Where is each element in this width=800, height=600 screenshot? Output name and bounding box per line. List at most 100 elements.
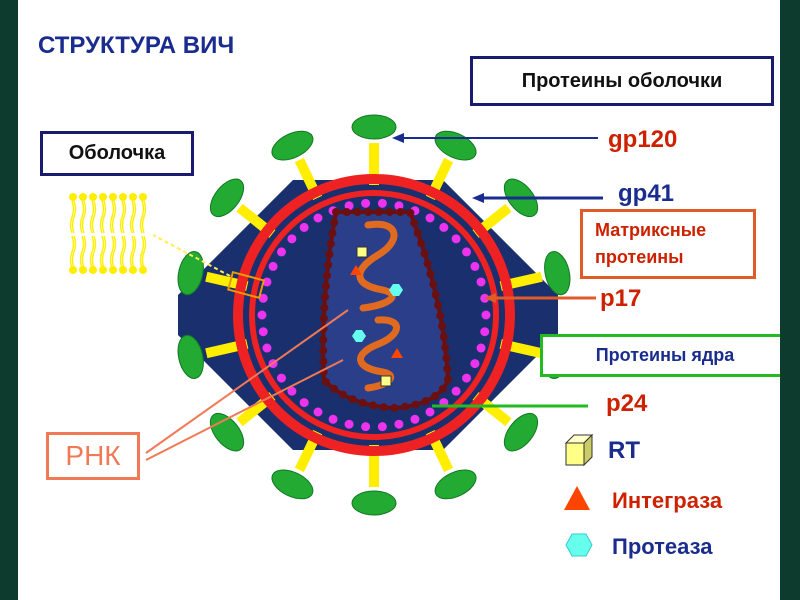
matrix-dot — [377, 422, 387, 432]
bilayer-zoom-box — [226, 270, 266, 300]
lipid-tail — [139, 235, 145, 269]
matrix-dot — [344, 419, 354, 429]
lipid-tail — [69, 235, 75, 269]
lipid-tail — [91, 235, 97, 269]
capsid-bead — [322, 271, 331, 280]
matrix-dot — [287, 386, 297, 396]
matrix-dot — [276, 247, 286, 257]
matrix-dot — [377, 198, 387, 208]
lipid-tail — [129, 200, 135, 234]
lipid-tail — [91, 200, 97, 234]
gp120-label: gp120 — [608, 126, 678, 153]
matrix-dot — [451, 234, 461, 244]
matrix-dot — [425, 213, 435, 223]
page-title: СТРУКТУРА ВИЧ — [38, 32, 235, 59]
legend-rt-label: RT — [608, 437, 640, 464]
cube-icon — [564, 433, 594, 467]
capsid-bead — [324, 260, 333, 269]
capsid-bead — [353, 208, 362, 216]
lipid-head — [89, 193, 97, 201]
lipid-tail — [81, 235, 87, 269]
matrix-dot — [299, 222, 309, 232]
matrix-dot — [258, 327, 268, 337]
capsid-bead — [401, 402, 410, 411]
lipid-tail — [89, 200, 95, 234]
capsid-bead — [364, 208, 373, 216]
matrix-dot — [410, 414, 420, 424]
lipid-head — [99, 266, 107, 274]
lipid-tail — [139, 200, 145, 234]
capsid-bead — [342, 208, 351, 216]
triangle-icon — [564, 486, 590, 510]
matrix-dot — [268, 261, 278, 271]
capsid-bead — [339, 390, 348, 399]
matrix-dot — [258, 293, 268, 303]
lipid-head — [119, 266, 127, 274]
capsid-bead — [436, 311, 445, 320]
matrix-dot — [480, 327, 490, 337]
capsid-bead — [426, 269, 435, 278]
lipid-tail — [101, 235, 107, 269]
capsid-bead — [442, 354, 451, 363]
capsid-bead — [321, 292, 330, 301]
lipid-tail — [89, 235, 95, 269]
lipid-head — [119, 193, 127, 201]
spike-head — [544, 251, 571, 296]
lipid-tail — [111, 200, 117, 234]
lipid-head — [79, 193, 87, 201]
lipid-tail — [119, 235, 125, 269]
capsid-bead — [319, 346, 328, 355]
lipid-tail — [99, 235, 105, 269]
lipid-tail — [101, 200, 107, 234]
matrix-dot — [361, 198, 371, 208]
p17-label: p17 — [600, 285, 642, 312]
matrix-dot — [394, 419, 404, 429]
lipid-tail — [119, 200, 125, 234]
legend-integrase-label: Интеграза — [612, 488, 723, 513]
matrix-dot — [462, 373, 472, 383]
lipid-tail — [141, 235, 147, 269]
capsid-bead — [319, 314, 328, 323]
capsid-bead — [321, 282, 330, 291]
capsid-bead — [410, 218, 419, 227]
lipid-head — [139, 266, 147, 274]
matrix-protein-ring — [257, 198, 491, 432]
capsid-bead — [369, 401, 378, 410]
matrix-dot — [439, 222, 449, 232]
lipid-head — [99, 193, 107, 201]
matrix-dot — [462, 247, 472, 257]
capsid-bead — [330, 384, 339, 393]
p17-arrowhead — [484, 293, 496, 303]
matrix-dot — [313, 407, 323, 417]
spike-head — [434, 469, 477, 500]
capsid-bead — [438, 384, 447, 393]
rna-pointer-lower — [145, 359, 344, 461]
lipid-head — [129, 266, 137, 274]
lipid-tail — [69, 200, 75, 234]
envelope-box: Оболочка — [40, 131, 194, 176]
capsid-bead — [438, 322, 447, 331]
lipid-head — [109, 193, 117, 201]
lipid-tail — [71, 235, 77, 269]
capsid-bead — [330, 218, 339, 227]
lipid-head — [69, 193, 77, 201]
rt-in-core-1 — [356, 246, 368, 258]
capsid-bead — [411, 400, 420, 409]
capsid-bead — [423, 259, 432, 268]
lipid-tail — [121, 200, 127, 234]
capsid-bead — [319, 335, 328, 344]
spike-head — [271, 469, 314, 500]
capsid-bead — [443, 375, 452, 384]
matrix-dot — [394, 201, 404, 211]
matrix-dot — [276, 373, 286, 383]
matrix-dot — [262, 343, 272, 353]
lipid-bilayer-icon — [69, 193, 147, 274]
spike-head — [177, 334, 204, 379]
spike-head — [209, 178, 245, 218]
lipid-head — [129, 193, 137, 201]
lipid-tail — [131, 200, 137, 234]
gp41-label: gp41 — [618, 180, 675, 207]
capsid-beads — [319, 208, 452, 412]
slide: СТРУКТУРА ВИЧ Протеины оболочки Оболочка… — [18, 0, 780, 600]
lipid-tail — [111, 235, 117, 269]
